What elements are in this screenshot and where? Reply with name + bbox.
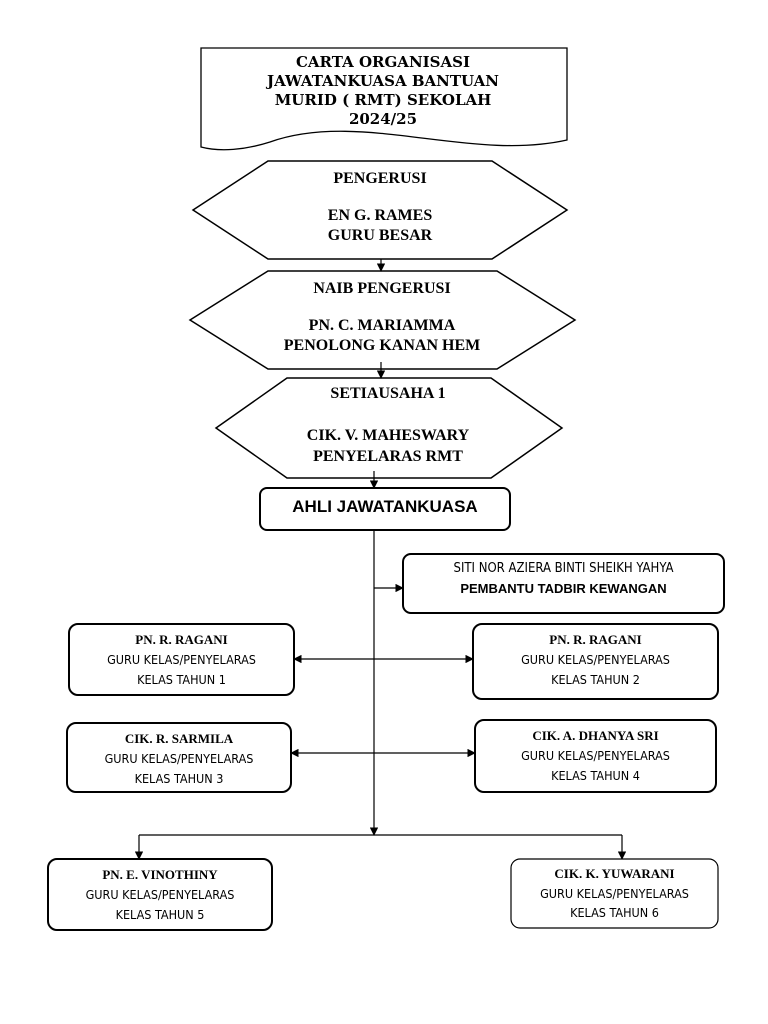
pembantu-box [402,553,725,614]
pembantu-name: SITI NOR AZIERA BINTI SHEIKH YAHYA [453,561,674,576]
member-role-tahun-3: GURU KELAS/PENYELARAS [104,751,254,766]
member-box-tahun-5 [47,858,273,931]
chart-title: CARTA ORGANISASI JAWATANKUASA BANTUAN MU… [210,53,556,129]
ahli-jawatankuasa-box [259,487,511,531]
pengerusi-hexagon [191,160,569,260]
member-class-tahun-5: KELAS TAHUN 5 [115,907,205,922]
member-role-tahun-5: GURU KELAS/PENYELARAS [85,887,235,902]
member-class-tahun-4: KELAS TAHUN 4 [551,768,640,783]
member-name-tahun-6: CIK. K. YUWARANI [554,866,675,881]
member-class-tahun-1: KELAS TAHUN 1 [137,672,226,687]
member-name-tahun-5: PN. E. VINOTHINY [102,867,218,882]
member-class-tahun-6: KELAS TAHUN 6 [570,905,659,920]
pengerusi-role: GURU BESAR [327,227,433,244]
setiausaha-name: CIK. V. MAHESWARY [306,427,470,444]
member-name-tahun-2: PN. R. RAGANI [549,632,642,647]
setiausaha-position: SETIAUSAHA 1 [330,385,446,402]
title-document-shape [200,47,568,151]
member-name-tahun-3: CIK. R. SARMILA [124,731,234,746]
member-role-tahun-1: GURU KELAS/PENYELARAS [107,652,256,667]
member-class-tahun-2: KELAS TAHUN 2 [551,672,640,687]
naib-pengerusi-hexagon [188,270,577,370]
naib-pengerusi-name: PN. C. MARIAMMA [308,317,456,334]
member-role-tahun-2: GURU KELAS/PENYELARAS [521,652,670,667]
member-role-tahun-6: GURU KELAS/PENYELARAS [540,886,689,901]
pembantu-role: PEMBANTU TADBIR KEWANGAN [460,581,667,596]
member-box-tahun-6 [510,858,719,929]
member-name-tahun-4: CIK. A. DHANYA SRI [532,728,659,743]
title-line-3: MURID ( RMT) SEKOLAH [274,91,492,109]
member-box-tahun-1 [68,623,295,696]
setiausaha-hexagon [214,377,564,479]
ahli-jawatankuasa-label: AHLI JAWATANKUASA [292,497,478,516]
pengerusi-name: EN G. RAMES [327,207,433,224]
setiausaha-role: PENYELARAS RMT [313,448,463,465]
member-box-tahun-2 [472,623,719,700]
member-class-tahun-3: KELAS TAHUN 3 [134,771,224,786]
member-role-tahun-4: GURU KELAS/PENYELARAS [521,748,670,763]
title-line-4: 2024/25 [348,110,418,128]
title-line-2: JAWATANKUASA BANTUAN [267,72,499,90]
member-name-tahun-1: PN. R. RAGANI [135,632,228,647]
title-line-1: CARTA ORGANISASI [295,53,470,71]
member-box-tahun-3 [66,722,292,793]
naib-pengerusi-position: NAIB PENGERUSI [313,280,451,297]
member-box-tahun-4 [474,719,717,793]
naib-pengerusi-role: PENOLONG KANAN HEM [283,337,481,354]
pengerusi-position: PENGERUSI [333,170,427,187]
